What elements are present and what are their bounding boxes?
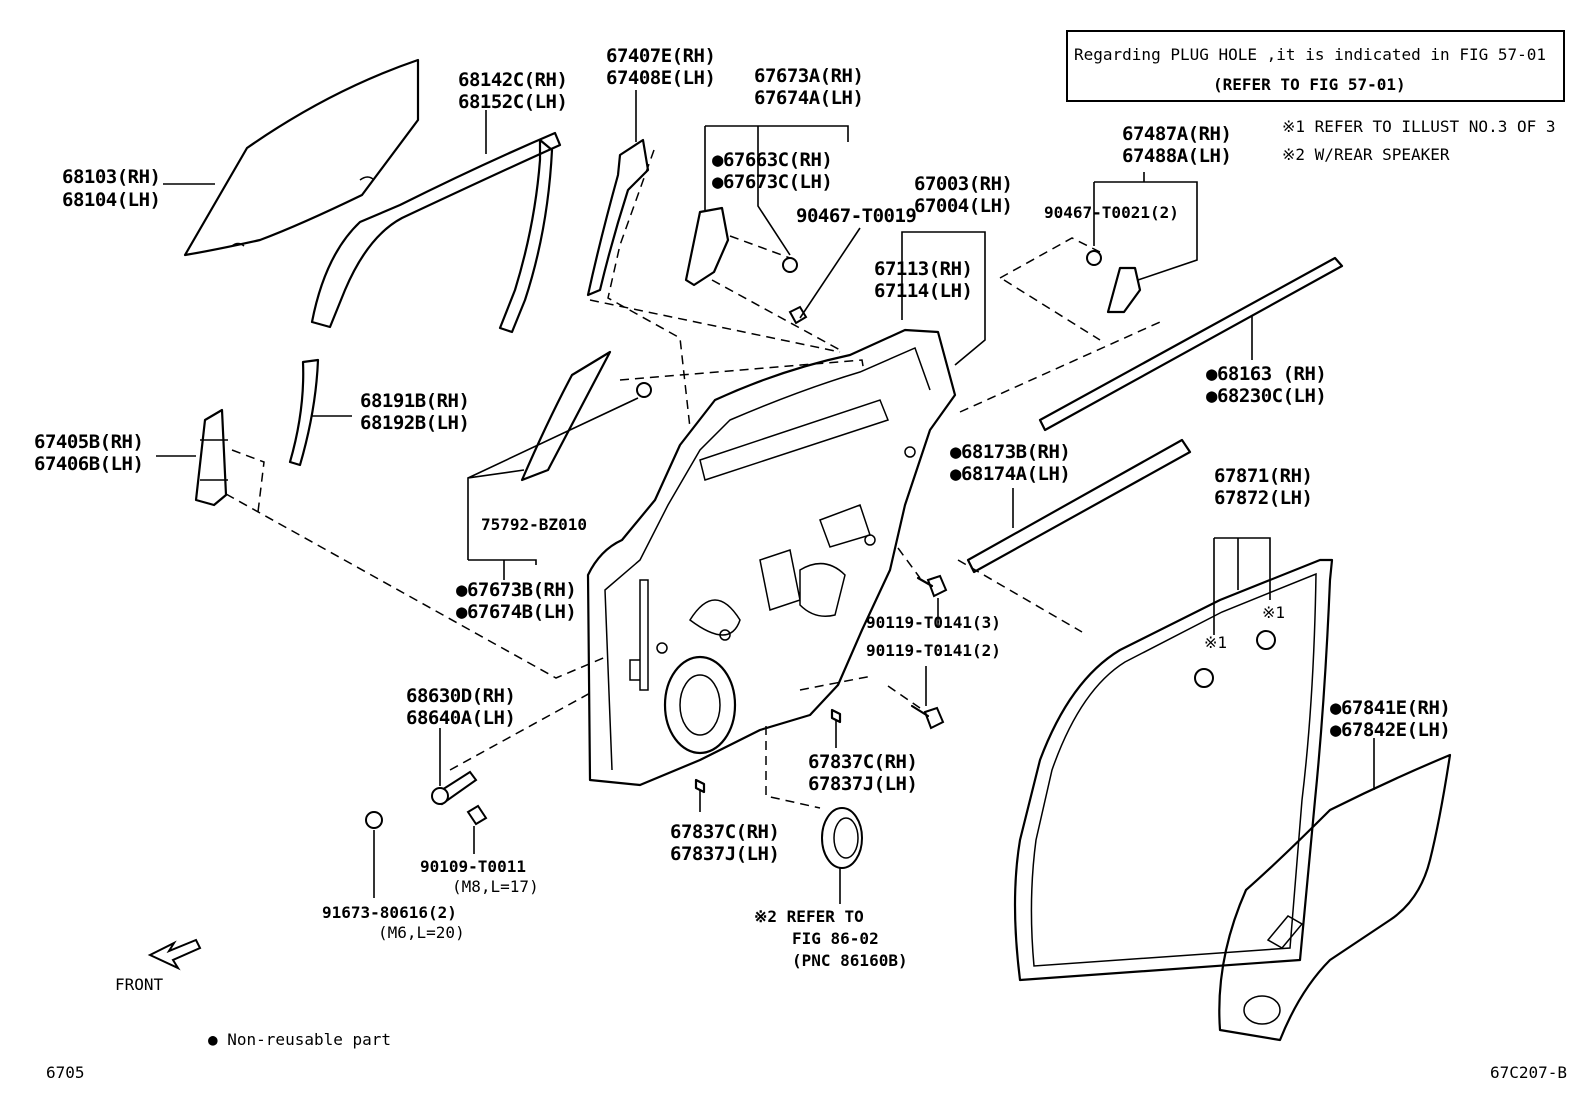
label-67488a: 67488A(LH) (1122, 145, 1231, 167)
door-check (365, 770, 488, 829)
leader-75792 (467, 397, 639, 565)
rear-window-channel (288, 358, 320, 467)
label-67841e: ●67841E(RH) (1330, 697, 1450, 719)
label-68230c: ●68230C(LH) (1206, 385, 1326, 407)
label-67673a: 67673A(RH) (754, 65, 863, 87)
label-67837c-b: 67837C(RH) (670, 821, 779, 843)
label-91673-spec: (M6,L=20) (378, 923, 465, 942)
label-68103: 68103(RH) (62, 166, 160, 188)
rear-door-panel (586, 328, 957, 787)
quarter-window-glass (520, 350, 652, 482)
footer-left-code: 6705 (46, 1063, 85, 1082)
label-speaker-ref-2: FIG 86-02 (792, 929, 879, 948)
rear-sash-divider (586, 138, 650, 297)
label-67003: 67003(RH) (914, 173, 1012, 195)
label-67113: 67113(RH) (874, 258, 972, 280)
label-speaker-ref-3: (PNC 86160B) (792, 951, 908, 970)
label-90109: 90109-T0011 (420, 857, 526, 876)
label-68152c: 68152C(LH) (458, 91, 567, 113)
label-67487a: 67487A(RH) (1122, 123, 1231, 145)
label-ref1-a: ※1 (1204, 633, 1227, 652)
label-91673: 91673-80616(2) (322, 903, 457, 922)
label-68192b: 68192B(LH) (360, 412, 469, 434)
rear-speaker (821, 807, 863, 869)
label-67405b: 67405B(RH) (34, 431, 143, 453)
label-67406b: 67406B(LH) (34, 453, 143, 475)
label-67674b: ●67674B(LH) (456, 601, 576, 623)
leader-67871 (1213, 537, 1271, 635)
footer-right-code: 67C207-B (1490, 1063, 1567, 1082)
leader-90467-t0019 (799, 227, 861, 319)
label-90109-spec: (M8,L=17) (452, 877, 539, 896)
label-68640a: 68640A(LH) (406, 707, 515, 729)
plug-hole-notice-box (1066, 30, 1565, 102)
leader-67003 (901, 231, 986, 366)
front-label: FRONT (115, 975, 164, 994)
bolt-90119-lower (910, 704, 945, 730)
bolt-90119-upper (916, 574, 948, 598)
notice-line-1: Regarding PLUG HOLE ,it is indicated in … (1074, 45, 1546, 64)
label-90119-3: 90119-T0141(3) (866, 613, 1001, 632)
label-67663c: ●67663C(RH) (712, 149, 832, 171)
label-speaker-ref-1: ※2 REFER TO (754, 907, 864, 926)
label-68174a: ●68174A(LH) (950, 463, 1070, 485)
door-service-hole-cover (1218, 753, 1452, 1042)
label-67114: 67114(LH) (874, 280, 972, 302)
note-refer-illust: ※1 REFER TO ILLUST NO.3 OF 3 (1282, 117, 1556, 136)
leader-67487a (1093, 172, 1198, 281)
leader-67673a (704, 125, 849, 256)
belt-moulding-outside (1038, 256, 1344, 432)
label-67837c-a: 67837C(RH) (808, 751, 917, 773)
label-67871: 67871(RH) (1214, 465, 1312, 487)
label-90467-t0021: 90467-T0021(2) (1044, 203, 1179, 222)
label-68173b: ●68173B(RH) (950, 441, 1070, 463)
door-frame-garnish (684, 206, 808, 325)
label-68163: ●68163 (RH) (1206, 363, 1326, 385)
non-reusable-legend: ● Non-reusable part (208, 1030, 391, 1049)
label-67407e: 67407E(RH) (606, 45, 715, 67)
assembly-lines (225, 149, 1161, 809)
clip-67837c-b (694, 778, 706, 794)
label-ref1-b: ※1 (1262, 603, 1285, 622)
label-67837j-b: 67837J(LH) (670, 843, 779, 865)
label-68191b: 68191B(RH) (360, 390, 469, 412)
label-67872: 67872(LH) (1214, 487, 1312, 509)
label-68142c: 68142C(RH) (458, 69, 567, 91)
label-90467-t0019: 90467-T0019 (796, 205, 916, 227)
label-67004: 67004(LH) (914, 195, 1012, 217)
door-glass-run-channel (310, 131, 562, 334)
window-lower-frame (194, 408, 228, 507)
label-68630d: 68630D(RH) (406, 685, 515, 707)
label-67673c: ●67673C(LH) (712, 171, 832, 193)
door-weatherstrip (1013, 558, 1334, 982)
label-67408e: 67408E(LH) (606, 67, 715, 89)
notice-line-2: (REFER TO FIG 57-01) (1213, 75, 1406, 94)
clip-67837c-a (830, 708, 842, 724)
label-68104: 68104(LH) (62, 189, 160, 211)
label-67674a: 67674A(LH) (754, 87, 863, 109)
rear-door-garnish (1086, 250, 1142, 314)
door-glass (183, 58, 420, 257)
front-direction-arrow-icon (147, 938, 202, 971)
label-75792: 75792-BZ010 (481, 515, 587, 534)
label-67842e: ●67842E(LH) (1330, 719, 1450, 741)
label-90119-2: 90119-T0141(2) (866, 641, 1001, 660)
label-67673b: ●67673B(RH) (456, 579, 576, 601)
label-67837j-a: 67837J(LH) (808, 773, 917, 795)
note-rear-speaker: ※2 W/REAR SPEAKER (1282, 145, 1450, 164)
